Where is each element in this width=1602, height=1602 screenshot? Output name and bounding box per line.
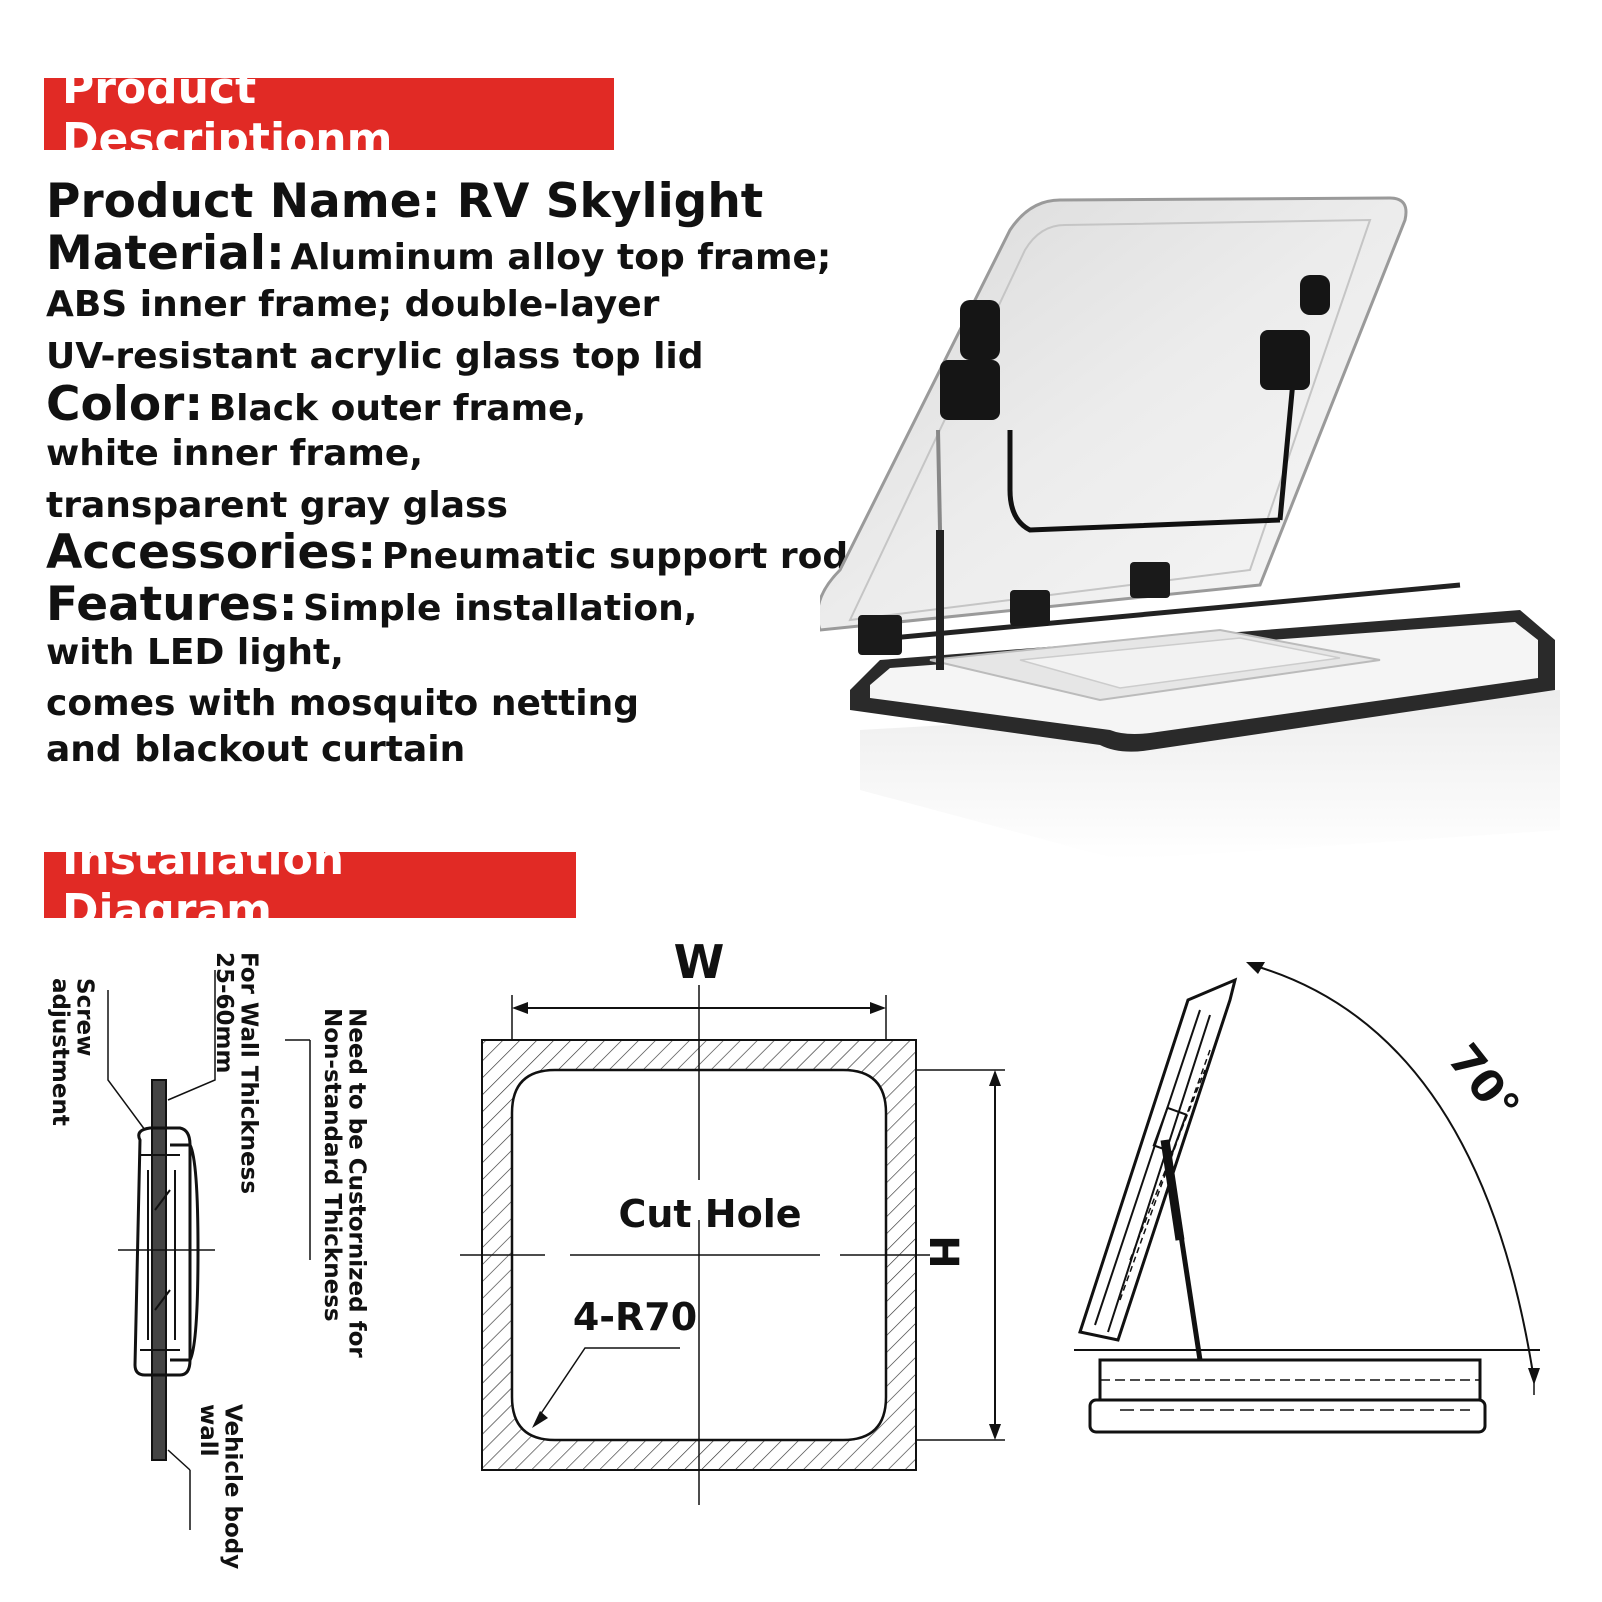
material-label: Material: <box>46 225 285 281</box>
features-line-3: comes with mosquito netting <box>46 683 640 725</box>
wall-thickness-label: For Wall Thickness 25-60mm <box>211 952 262 1195</box>
spec-product-name: Product Name: RV Skylight <box>46 176 846 228</box>
features-line-2: with LED light, <box>46 631 344 673</box>
material-line-1: Aluminum alloy top frame; <box>290 236 832 278</box>
spec-accessories: Accessories: Pneumatic support rod <box>46 525 849 581</box>
product-name-value: RV Skylight <box>456 174 764 229</box>
wall-line-2: 25-60mm <box>211 952 238 1074</box>
open-lid-shape <box>1078 977 1238 1342</box>
material-line-3: UV-resistant acrylic glass top lid <box>46 335 704 377</box>
material-line-2: ABS inner frame; double-layer <box>46 284 660 326</box>
angle-arc <box>1251 964 1535 1381</box>
screw-adjustment-label: Screw adjustment <box>47 978 98 1126</box>
spec-material: Material: Aluminum alloy top frame; <box>46 225 846 281</box>
product-description-banner: Product Descriptionm <box>44 63 614 165</box>
color-label: Color: <box>46 376 204 432</box>
width-label: W <box>674 935 725 989</box>
side-section-diagram <box>107 970 311 1530</box>
product-spec-list: Product Name: RV Skylight Material: Alum… <box>46 176 849 770</box>
custom-line-1: Need to be Custornized for <box>343 1008 370 1358</box>
cut-hole-label: Cut Hole <box>618 1192 801 1236</box>
vehicle-wall-shape <box>151 1079 167 1461</box>
spec-color: Color: Black outer frame, <box>46 376 846 432</box>
spec-features: Features: Simple installation, <box>46 579 846 631</box>
vehicle-body-wall-label: Vehicle body wall <box>195 1404 246 1570</box>
angle-label: 70° <box>1438 1035 1529 1132</box>
color-line-1: Black outer frame, <box>208 387 587 429</box>
custom-thickness-label: Need to be Custornized for Non-standard … <box>319 1008 370 1358</box>
color-line-2: white inner frame, <box>46 433 423 475</box>
screw-line-1: Screw <box>71 978 98 1057</box>
installation-diagram-banner: Installation Diagram <box>44 834 576 936</box>
cut-hole-diagram: W H Cut Hole 4-R70 <box>460 935 1005 1505</box>
vehicle-line-2: wall <box>195 1404 222 1457</box>
opening-angle-diagram: 70° <box>1074 962 1540 1434</box>
features-label: Features: <box>46 577 298 633</box>
features-line-1: Simple installation, <box>303 588 698 630</box>
height-label: H <box>920 1235 966 1268</box>
product-name-label: Product Name: <box>46 174 441 229</box>
wall-line-1: For Wall Thickness <box>235 952 262 1195</box>
features-line-4: and blackout curtain <box>46 729 466 770</box>
vehicle-line-1: Vehicle body <box>219 1404 246 1570</box>
radius-label: 4-R70 <box>573 1295 697 1339</box>
skylight-product-illustration <box>820 196 1560 860</box>
color-line-3: transparent gray glass <box>46 484 508 526</box>
accessories-label: Accessories: <box>46 525 377 581</box>
screw-line-2: adjustment <box>47 978 74 1126</box>
accessories-value: Pneumatic support rod <box>381 536 849 578</box>
custom-line-2: Non-standard Thickness <box>319 1008 346 1322</box>
